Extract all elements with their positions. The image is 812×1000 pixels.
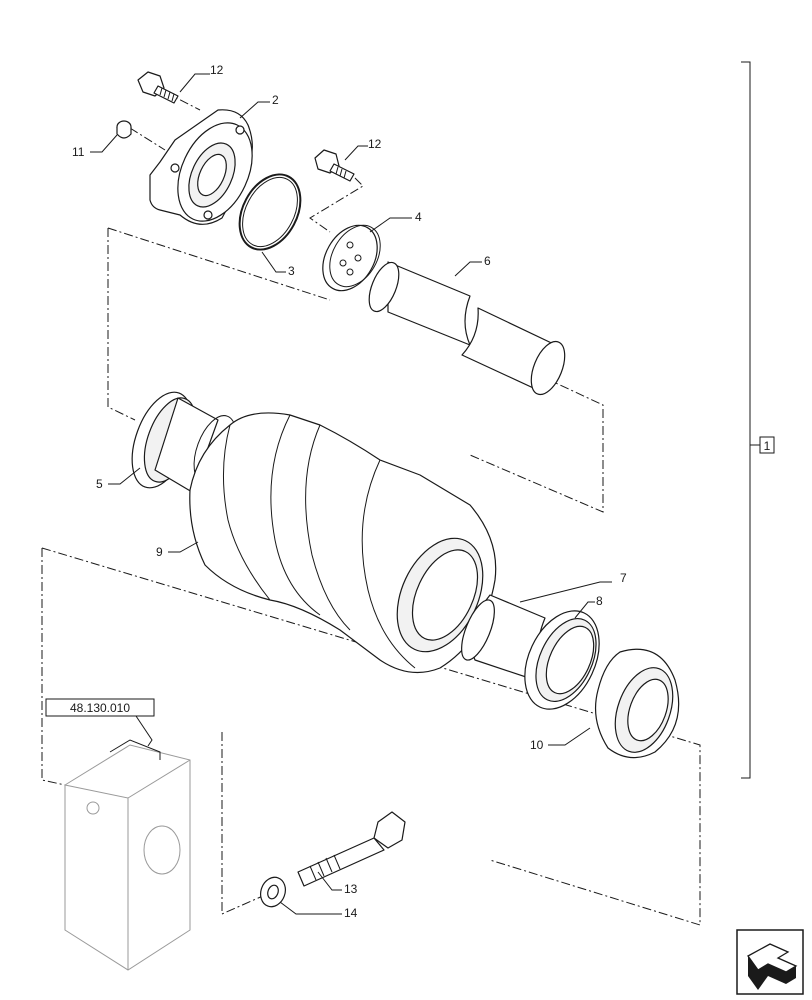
o-ring-3: [238, 173, 302, 251]
bolt-12-upper: [137, 71, 179, 104]
callout-13: 13: [344, 882, 358, 896]
bolt-12-right: [314, 149, 355, 182]
roller-body-9: [189, 412, 497, 674]
set-screw-11: [116, 120, 132, 139]
callout-3: 3: [288, 264, 295, 278]
reference-bracket: [64, 739, 191, 971]
seal-8: [524, 610, 600, 710]
assembly-bracket: 1: [741, 61, 775, 779]
callout-8: 8: [596, 594, 603, 608]
callout-12-upper: 12: [210, 63, 224, 77]
callout-1: 1: [764, 439, 771, 453]
callout-14: 14: [344, 906, 358, 920]
flange-collar-2: [149, 109, 253, 225]
callout-2: 2: [272, 93, 279, 107]
callout-5: 5: [96, 477, 103, 491]
callout-6: 6: [484, 254, 491, 268]
callout-7: 7: [620, 571, 627, 585]
cover-plate-4: [322, 224, 381, 292]
callout-11: 11: [72, 145, 85, 159]
washer-14: [260, 876, 286, 908]
bolt-13: [297, 811, 406, 887]
seal-ring-10: [595, 648, 680, 759]
callout-12-right: 12: [368, 137, 382, 151]
reference-section-code: 48.130.010: [70, 701, 130, 715]
shaft-6: [368, 261, 566, 396]
callouts: 12 2 11 12 3 4 6 5 9 7 8 10 13 14 48.130…: [45, 63, 627, 920]
callout-10: 10: [530, 738, 544, 752]
next-page-arrow-icon[interactable]: [736, 929, 804, 995]
callout-4: 4: [415, 210, 422, 224]
callout-9: 9: [156, 545, 163, 559]
